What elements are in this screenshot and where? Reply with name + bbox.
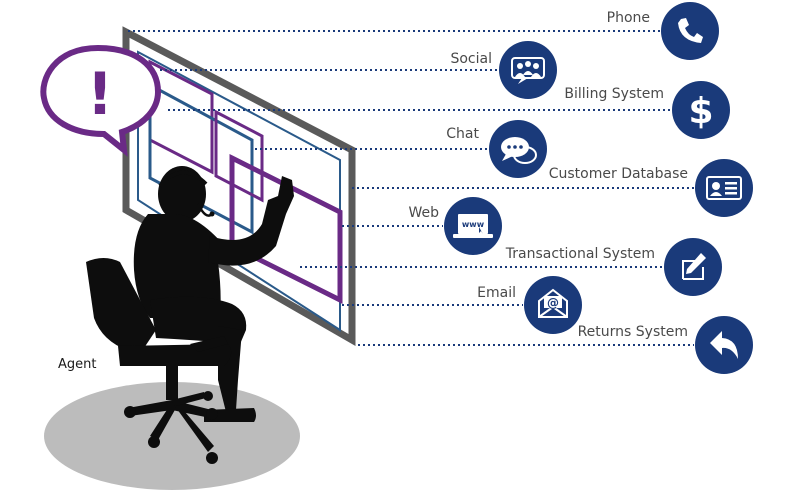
channel-label-email: Email: [475, 285, 518, 301]
channel-icons: $ www @: [444, 2, 753, 374]
window-frame-2: [148, 82, 254, 235]
display-inner-frame: [137, 50, 341, 332]
window-frame-3: [214, 109, 264, 203]
svg-text:www: www: [462, 220, 485, 229]
envelope-at-icon: @: [524, 276, 582, 334]
agent-silhouette: [86, 166, 294, 464]
channel-label-chat: Chat: [444, 126, 481, 142]
channel-label-transactional-system: Transactional System: [503, 246, 657, 262]
channel-label-phone: Phone: [604, 10, 652, 26]
svg-text:@: @: [547, 296, 559, 310]
channel-label-social: Social: [448, 51, 494, 67]
channel-label-returns-system: Returns System: [575, 324, 690, 340]
channel-badge-billing-system: [672, 81, 730, 139]
svg-text:$: $: [688, 91, 713, 132]
alert-exclamation-icon: !: [87, 60, 113, 128]
alert-speech-bubble: [40, 44, 162, 157]
dollar-icon: $: [672, 81, 730, 139]
channel-badge-phone: [661, 2, 719, 60]
agent-label: Agent: [58, 357, 97, 372]
chat-bubbles-icon: [489, 120, 547, 178]
return-arrow-icon: [695, 316, 753, 374]
channel-label-customer-database: Customer Database: [546, 166, 690, 182]
window-frame-4: [229, 153, 343, 305]
channel-connectors: [128, 30, 694, 346]
channel-label-web: Web: [406, 205, 441, 221]
id-card-icon: [695, 159, 753, 217]
laptop-www-icon: www: [444, 197, 502, 255]
phone-icon: [661, 2, 719, 60]
social-group-icon: [499, 41, 557, 99]
pen-document-icon: [664, 238, 722, 296]
channel-badge-customer-database: [695, 159, 753, 217]
channel-label-billing-system: Billing System: [562, 86, 666, 102]
channel-badge-social: [499, 41, 557, 99]
